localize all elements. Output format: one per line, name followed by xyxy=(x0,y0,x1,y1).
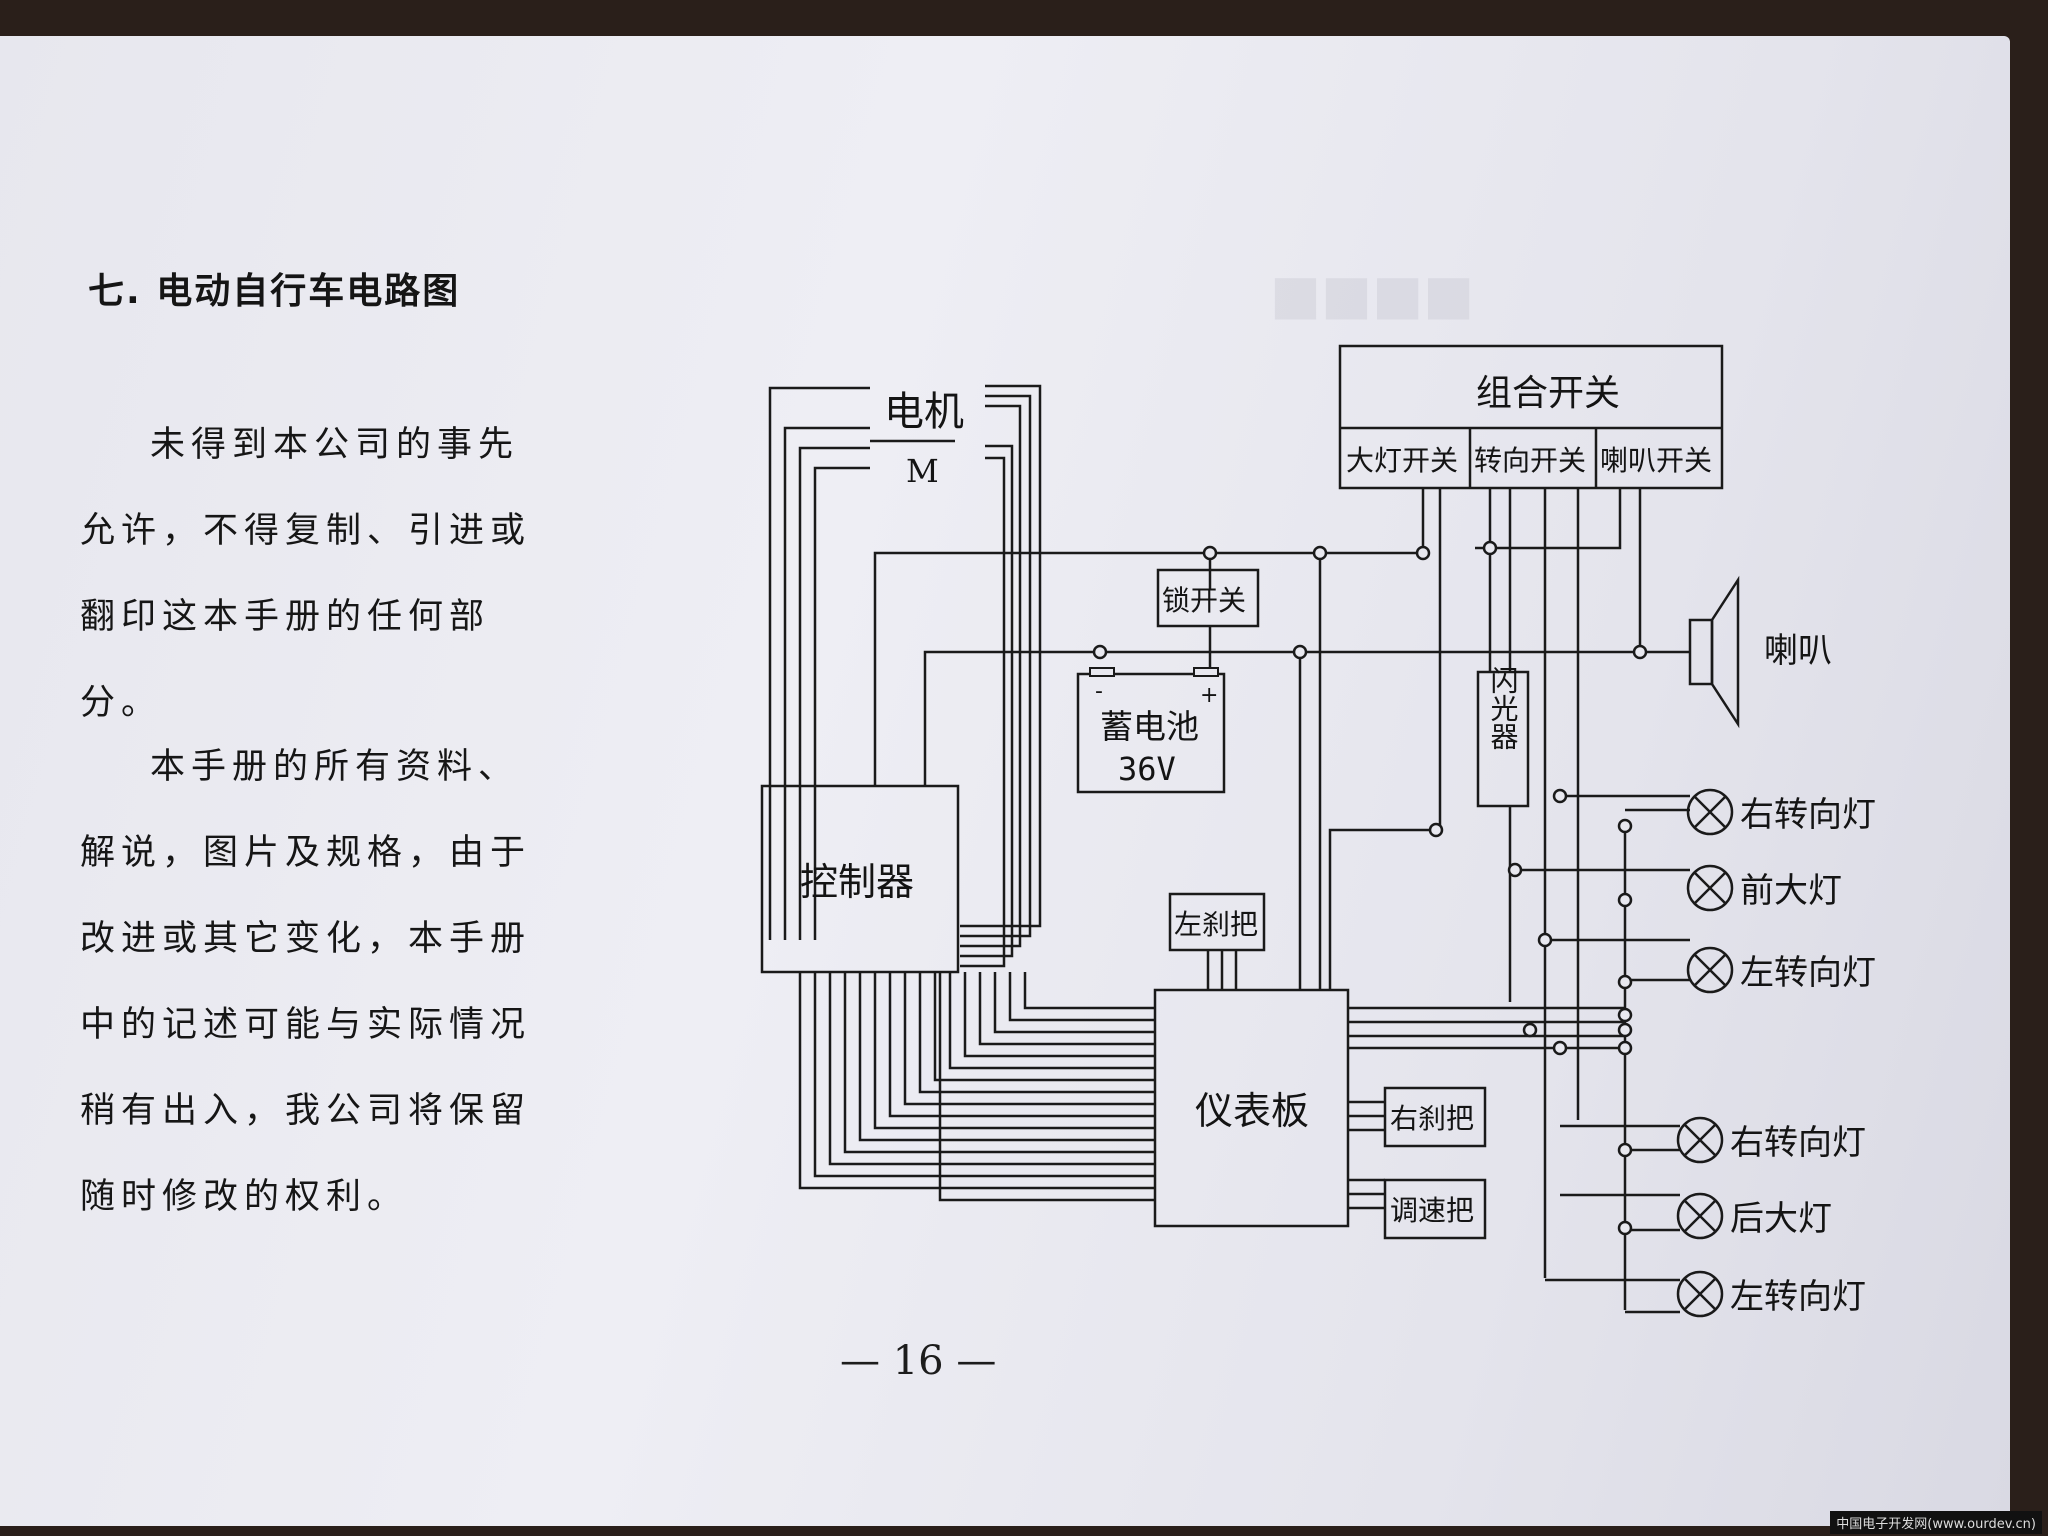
horn-switch-label: 喇叭开关 xyxy=(1600,444,1712,477)
controller-label: 控制器 xyxy=(800,860,914,904)
combo-switch: 组合开关 大灯开关 转向开关 喇叭开关 xyxy=(1338,344,1724,490)
wires xyxy=(768,384,1690,1314)
turn-switch-label: 转向开关 xyxy=(1474,444,1586,477)
disclaimer-paragraph: 本手册的所有资料、解说，图片及规格，由于改进或其它变化，本手册中的记述可能与实际… xyxy=(80,747,532,1217)
horn-label: 喇叭 xyxy=(1764,631,1832,671)
lock-switch: 锁开关 xyxy=(1156,568,1260,628)
battery-positive: + xyxy=(1200,683,1218,708)
lamp-icon xyxy=(1676,1192,1724,1240)
lamp-icon xyxy=(1676,1116,1724,1164)
lock-switch-label: 锁开关 xyxy=(1162,584,1246,617)
rear-left-turn-lamp-label: 左转向灯 xyxy=(1730,1277,1866,1317)
lamp-icon xyxy=(1686,864,1734,912)
headlight-switch-label: 大灯开关 xyxy=(1346,444,1458,477)
motor-label: 电机 xyxy=(884,389,964,435)
copyright-paragraph: 未得到本公司的事先允许，不得复制、引进或翻印这本手册的任何部分。 xyxy=(80,425,532,723)
speed-handle: 调速把 xyxy=(1383,1178,1487,1240)
flasher: 闪光器 xyxy=(1476,666,1530,808)
horn: 喇叭 xyxy=(1688,575,1832,729)
motor-symbol: M xyxy=(906,452,939,490)
lamps xyxy=(1676,788,1734,1318)
front-right-turn-lamp-label: 右转向灯 xyxy=(1740,795,1876,835)
battery: - + 蓄电池 36V xyxy=(1076,667,1226,794)
battery-negative: - xyxy=(1095,679,1103,704)
left-brake-label: 左刹把 xyxy=(1174,908,1258,941)
front-headlamp-label: 前大灯 xyxy=(1740,871,1842,911)
flasher-label: 闪光器 xyxy=(1487,666,1520,750)
dashboard-label: 仪表板 xyxy=(1195,1089,1309,1133)
dashboard: 仪表板 xyxy=(1153,988,1350,1228)
lamp-icon xyxy=(1686,788,1734,836)
rear-lamp-label: 后大灯 xyxy=(1730,1199,1832,1239)
right-brake-label: 右刹把 xyxy=(1390,1102,1474,1135)
junctions xyxy=(1092,540,1648,1236)
combo-switch-label: 组合开关 xyxy=(1476,373,1620,414)
right-brake: 右刹把 xyxy=(1383,1086,1487,1148)
page-number: — 16 — xyxy=(840,1338,997,1384)
lamp-icon xyxy=(1676,1270,1724,1318)
controller: 控制器 xyxy=(760,784,960,974)
section-title: 七. 电动自行车电路图 xyxy=(88,271,461,312)
left-brake: 左刹把 xyxy=(1168,892,1266,952)
battery-voltage: 36V xyxy=(1118,750,1176,788)
watermark: 中国电子开发网(www.ourdev.cn) xyxy=(1830,1511,2042,1534)
lamp-icon xyxy=(1686,946,1734,994)
rear-right-turn-lamp-label: 右转向灯 xyxy=(1730,1123,1866,1163)
motor: 电机 M xyxy=(870,389,964,490)
front-left-turn-lamp-label: 左转向灯 xyxy=(1740,953,1876,993)
battery-label: 蓄电池 xyxy=(1100,707,1199,746)
speed-handle-label: 调速把 xyxy=(1390,1194,1474,1227)
